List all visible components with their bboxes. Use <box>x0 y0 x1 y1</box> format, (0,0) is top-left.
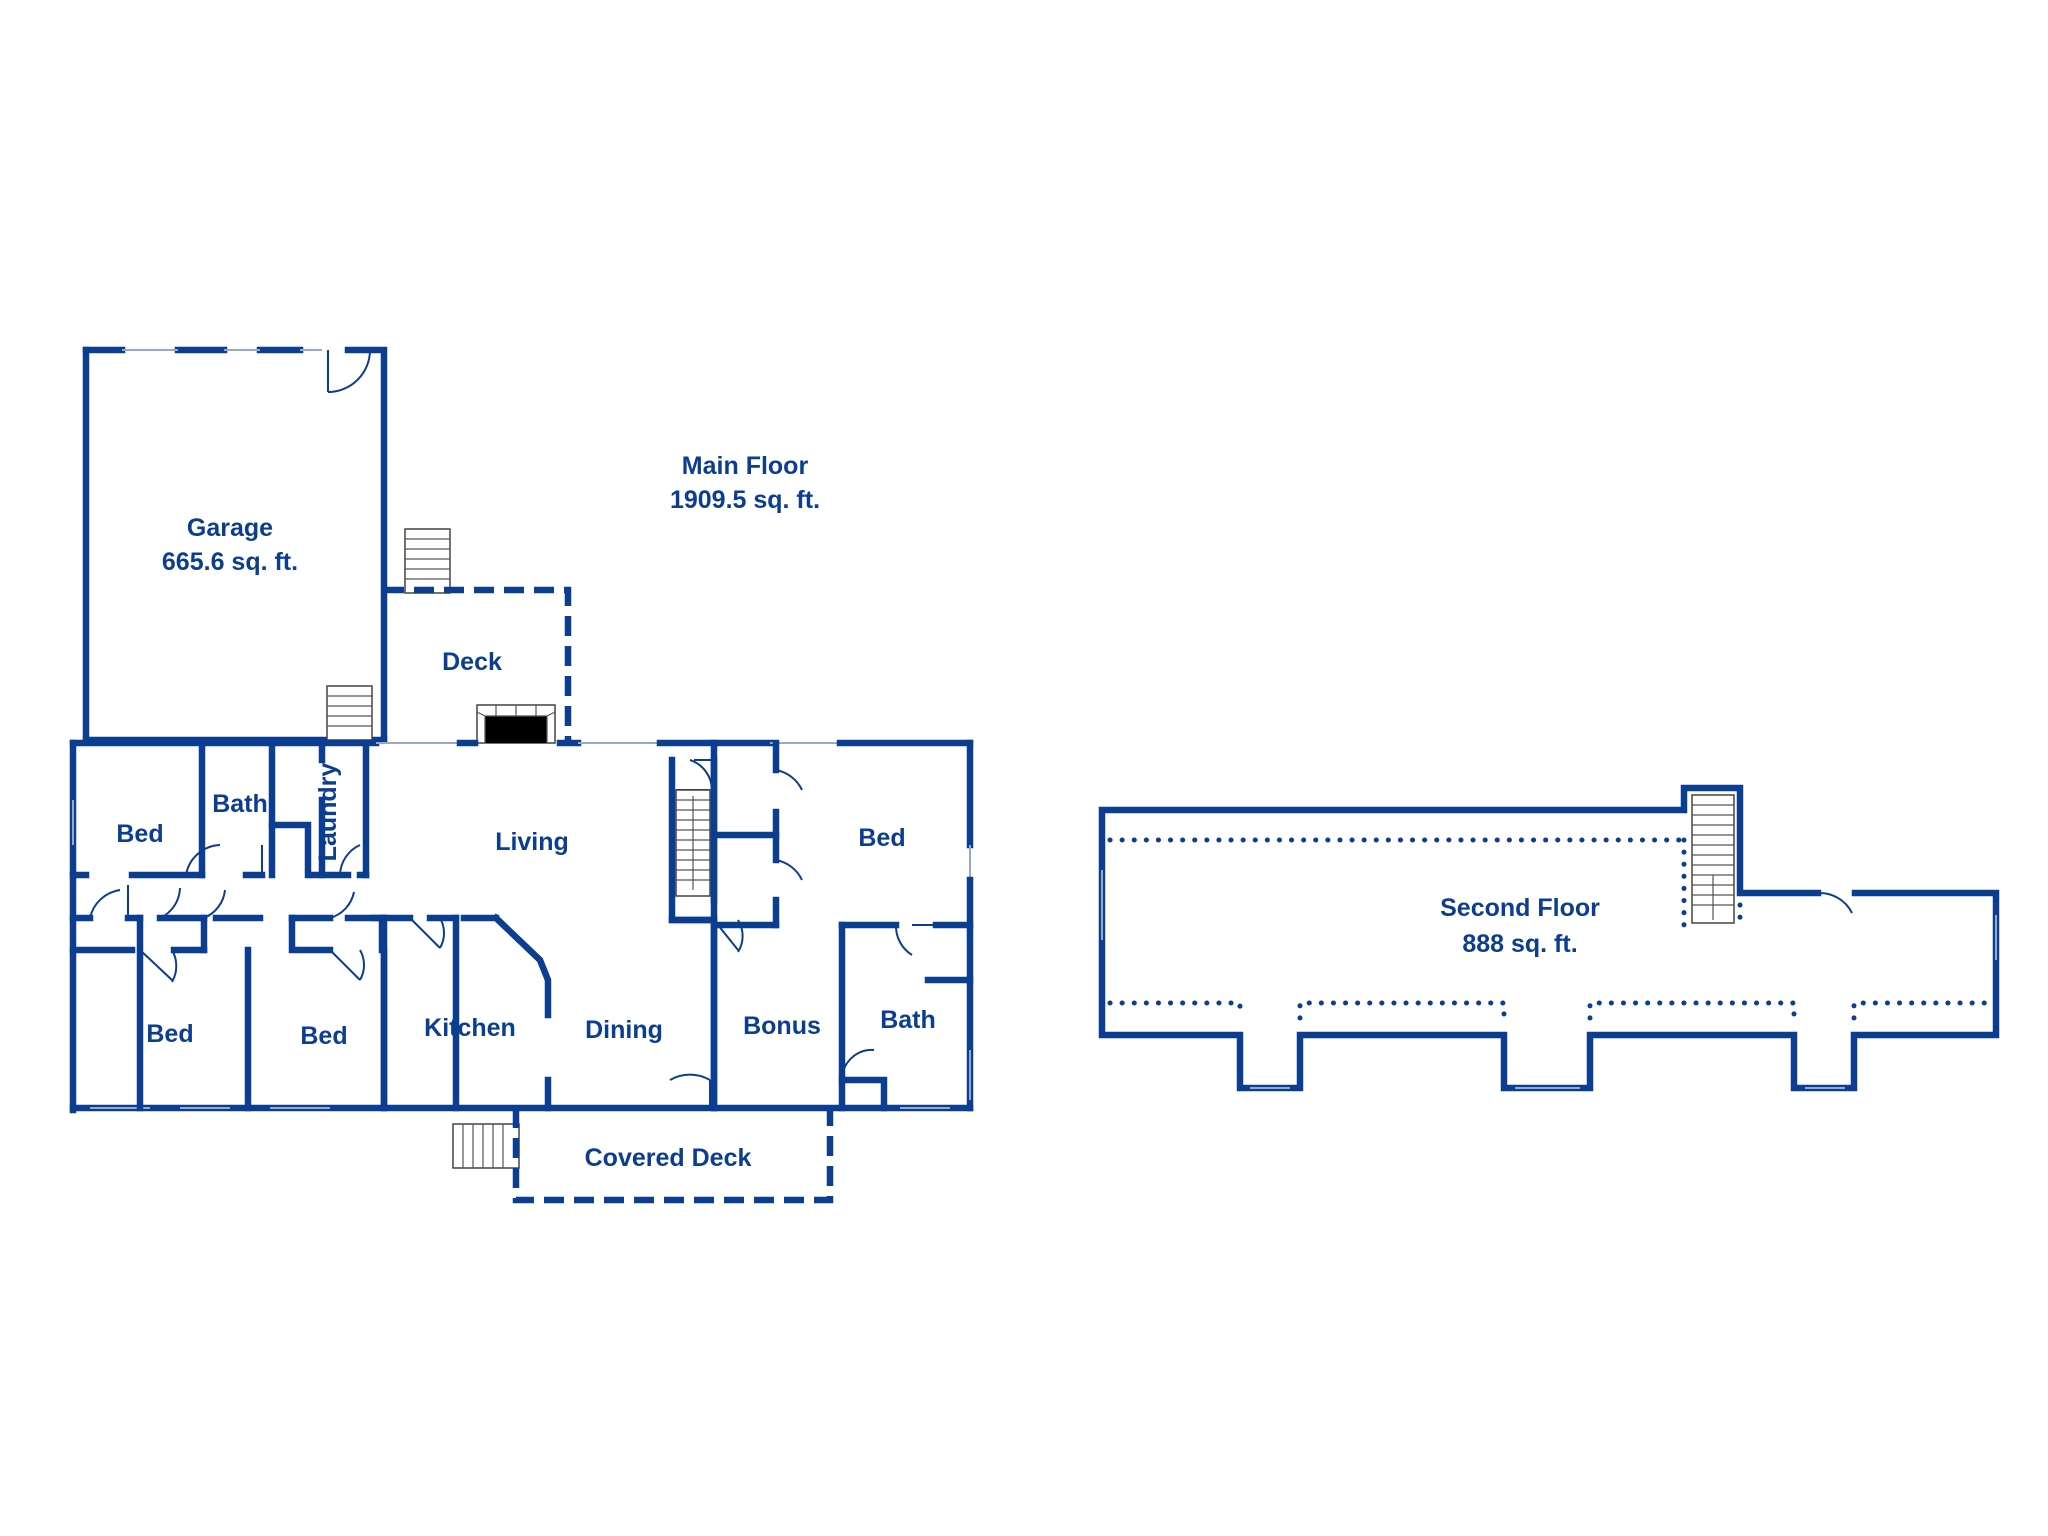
dining-label: Dining <box>585 1016 663 1044</box>
second-floor-stairs <box>1691 794 1735 924</box>
fireplace-icon <box>476 704 556 744</box>
interior-walls-center <box>452 756 744 1112</box>
second-floor-plan <box>1098 784 2000 1092</box>
second-floor-exterior <box>1098 784 2000 1092</box>
main-floor-title: Main Floor <box>682 452 809 480</box>
covered-deck-stairs <box>452 1123 520 1169</box>
bed-label-4: Bed <box>300 1022 347 1050</box>
bed-label-1: Bed <box>116 820 163 848</box>
deck-label: Deck <box>442 648 502 676</box>
garage-label: Garage <box>187 514 273 542</box>
garage-walls <box>82 346 388 744</box>
interior-walls-left <box>69 739 460 1112</box>
covered-deck-outline <box>512 1108 834 1204</box>
deck-stairs <box>404 528 451 594</box>
main-floor-area: 1909.5 sq. ft. <box>670 486 820 514</box>
covered-deck-label: Covered Deck <box>585 1144 752 1172</box>
main-floor-plan <box>69 346 974 1204</box>
garage-stairs <box>326 685 373 741</box>
bed-label-3: Bed <box>146 1020 193 1048</box>
living-label: Living <box>495 828 569 856</box>
bath-label-2: Bath <box>880 1006 936 1034</box>
bed-label-2: Bed <box>858 824 905 852</box>
interior-walls-right <box>710 739 974 1112</box>
bonus-label: Bonus <box>743 1012 821 1040</box>
kitchen-label: Kitchen <box>424 1014 516 1042</box>
second-floor-area: 888 sq. ft. <box>1462 930 1577 958</box>
laundry-label: Laundry <box>314 763 342 862</box>
second-floor-title: Second Floor <box>1440 894 1600 922</box>
bath-label-1: Bath <box>212 790 268 818</box>
second-floor-knee-wall <box>1107 837 1993 1021</box>
house-exterior-walls <box>69 739 974 1114</box>
deck-outline <box>384 586 572 740</box>
garage-area: 665.6 sq. ft. <box>162 548 298 576</box>
